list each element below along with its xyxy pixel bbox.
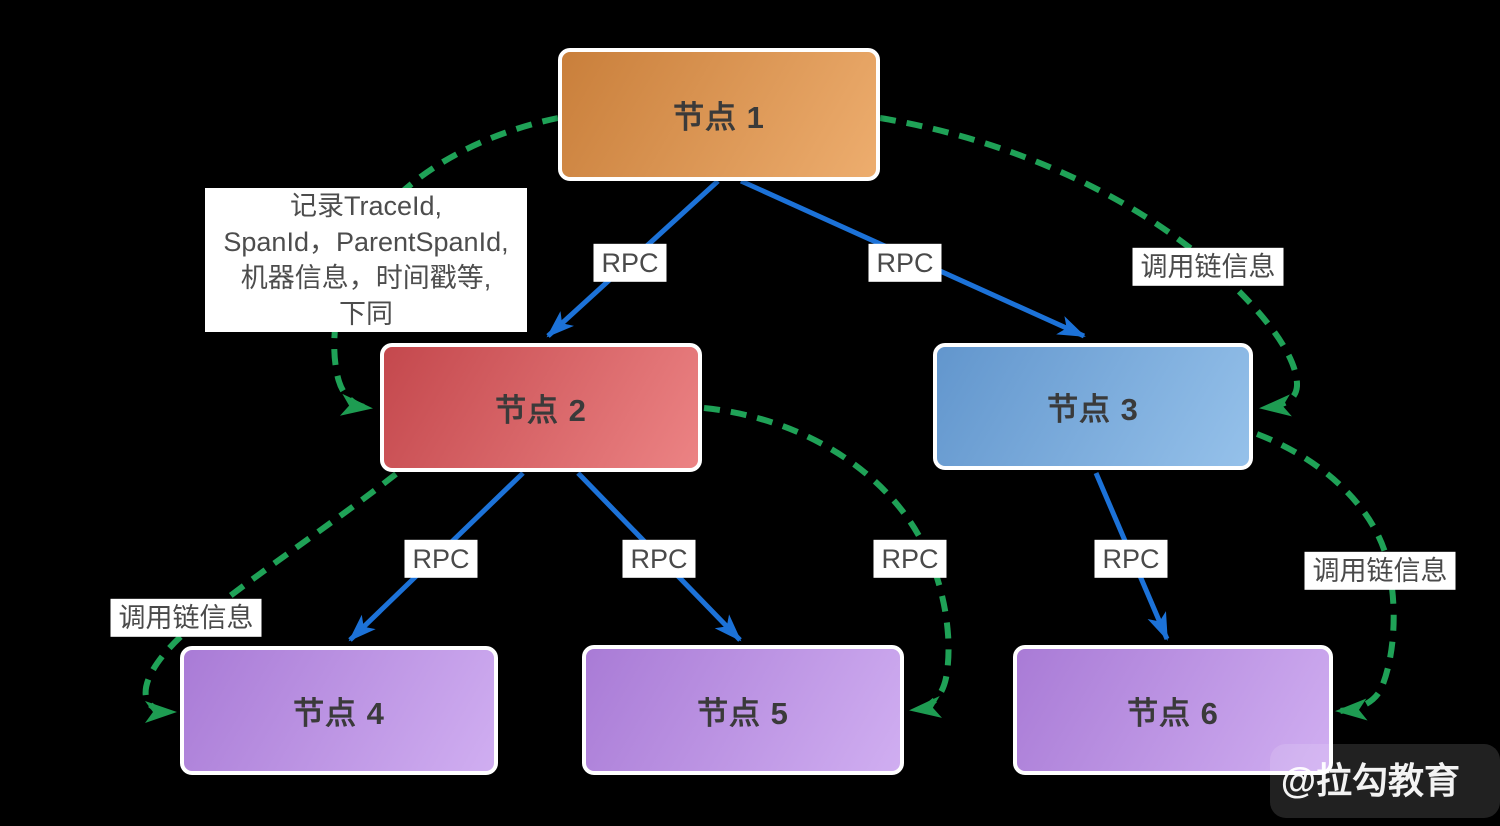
- node-1-label: 节点 1: [673, 100, 765, 135]
- chain-info-label-top-right: 调用链信息: [1132, 247, 1284, 287]
- rpc-label-2: RPC: [868, 243, 942, 283]
- watermark-background: [1270, 744, 1500, 818]
- node-2: 节点 2: [380, 343, 702, 472]
- node-4: 节点 4: [180, 646, 498, 775]
- note-line: 记录TraceId,: [289, 191, 443, 221]
- node-5: 节点 5: [582, 645, 904, 775]
- watermark-text: @拉勾教育: [1280, 760, 1460, 801]
- chain-info-label-left: 调用链信息: [110, 598, 262, 638]
- node-5-label: 节点 5: [697, 695, 789, 731]
- trace-curve-node2-to-node4: [142, 471, 398, 723]
- node-1: 节点 1: [558, 48, 880, 181]
- node-6-label: 节点 6: [1127, 695, 1219, 731]
- node-4-label: 节点 4: [293, 696, 385, 731]
- rpc-label-6: RPC: [1094, 539, 1168, 579]
- chain-info-label-bottom-right: 调用链信息: [1304, 551, 1456, 591]
- trace-curve-node3-to-node6: [1255, 431, 1397, 721]
- trace-curve-node1-to-node3: [879, 115, 1301, 417]
- node-6: 节点 6: [1013, 645, 1333, 775]
- note-line: SpanId，ParentSpanId,: [223, 227, 509, 257]
- trace-note-box: 记录TraceId, SpanId，ParentSpanId, 机器信息，时间戳…: [205, 188, 527, 332]
- note-line: 机器信息，时间戳等,: [240, 263, 492, 293]
- node-3: 节点 3: [933, 343, 1253, 470]
- node-3-label: 节点 3: [1047, 392, 1139, 427]
- rpc-label-1: RPC: [593, 243, 667, 283]
- note-line: 下同: [339, 299, 393, 329]
- rpc-label-5: RPC: [873, 539, 947, 579]
- node-2-label: 节点 2: [495, 393, 587, 428]
- rpc-label-4: RPC: [622, 539, 696, 579]
- rpc-label-3: RPC: [404, 539, 478, 579]
